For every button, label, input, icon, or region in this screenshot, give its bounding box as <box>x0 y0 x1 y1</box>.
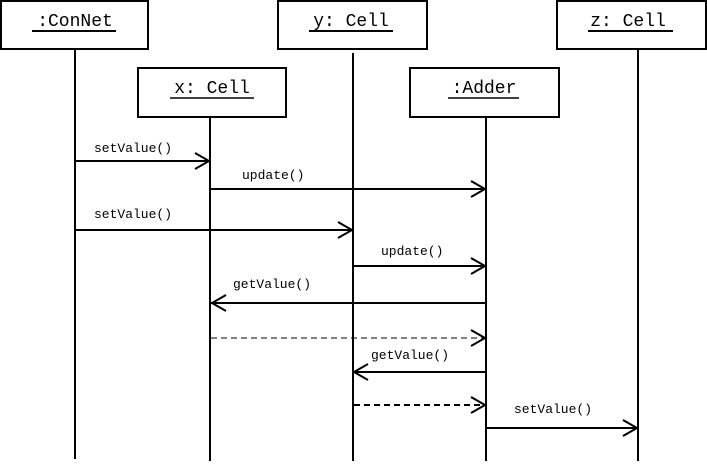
object-box <box>409 67 560 118</box>
message-setvalue-y[interactable]: setValue() <box>76 207 355 239</box>
object-adder[interactable]: :Adder <box>409 67 560 118</box>
arrowhead-open-icon <box>470 396 488 414</box>
object-box <box>137 67 287 118</box>
messages: setValue() update() setValue() update() … <box>76 141 640 437</box>
object-box <box>277 0 428 50</box>
message-label: getValue() <box>233 277 311 292</box>
arrowhead-open-icon <box>622 419 640 437</box>
object-box <box>0 0 149 50</box>
message-label: update() <box>381 244 443 259</box>
message-getvalue-x[interactable]: getValue() <box>209 277 485 312</box>
message-getvalue-y[interactable]: getValue() <box>351 348 485 381</box>
object-y-cell[interactable]: y: Cell <box>277 0 428 50</box>
object-label: z: Cell <box>590 12 666 32</box>
object-connet[interactable]: :ConNet <box>0 0 149 50</box>
object-label: x: Cell <box>174 79 250 99</box>
object-label: y: Cell <box>313 12 389 32</box>
message-update-from-y[interactable]: update() <box>354 244 488 275</box>
arrowhead-open-icon <box>337 221 355 239</box>
message-update-from-x[interactable]: update() <box>211 168 488 198</box>
object-label: :ConNet <box>37 12 113 32</box>
arrowhead-open-icon <box>194 152 212 170</box>
arrowhead-open-icon <box>470 257 488 275</box>
object-label: :Adder <box>452 79 517 99</box>
arrowhead-open-icon <box>209 294 227 312</box>
objects: :ConNet x: Cell y: Cell :Adder z: Cell <box>0 0 707 118</box>
message-label: setValue() <box>94 141 172 156</box>
message-label: getValue() <box>371 348 449 363</box>
object-box <box>556 0 707 50</box>
message-setvalue-z[interactable]: setValue() <box>487 402 640 437</box>
message-label: setValue() <box>94 207 172 222</box>
arrowhead-open-icon <box>470 180 488 198</box>
message-label: update() <box>242 168 304 183</box>
object-x-cell[interactable]: x: Cell <box>137 67 287 118</box>
object-z-cell[interactable]: z: Cell <box>556 0 707 50</box>
message-return-from-y[interactable] <box>354 396 488 414</box>
arrowhead-open-icon <box>470 329 488 347</box>
message-label: setValue() <box>514 402 592 417</box>
message-return-from-x[interactable] <box>211 329 488 347</box>
lifelines <box>74 50 639 461</box>
message-setvalue-x[interactable]: setValue() <box>76 141 212 170</box>
arrowhead-open-icon <box>351 363 369 381</box>
